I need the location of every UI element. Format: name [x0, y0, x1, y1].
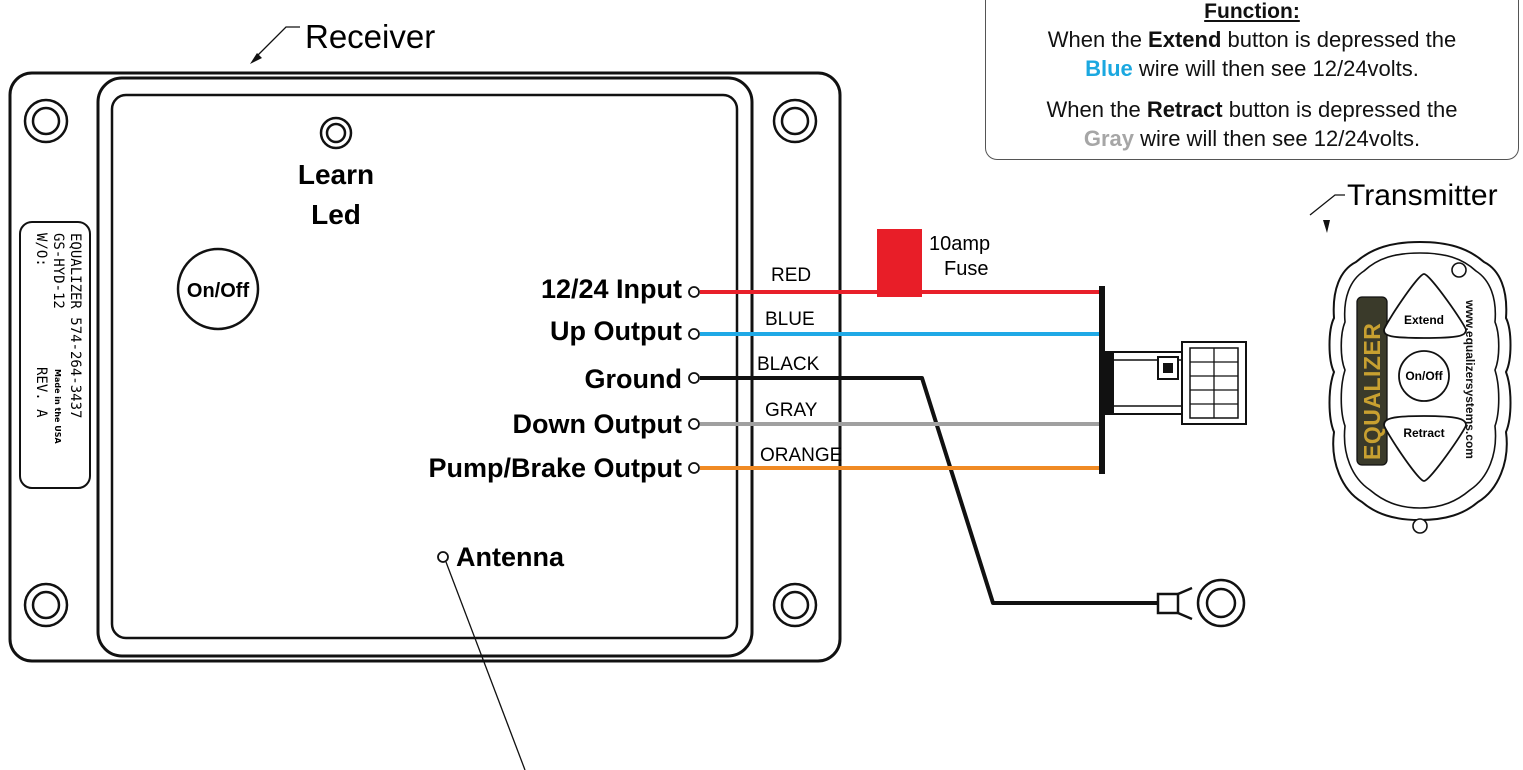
side-label-text: EQUALIZER 574-264-3437 GS-HYD-12 Made in… [33, 233, 83, 445]
fuse [877, 229, 922, 297]
side-label-line2: GS-HYD-12 [50, 233, 66, 309]
side-label-line3: W/O: [33, 233, 49, 267]
terminal-label: Ground [585, 364, 682, 394]
terminal-dot [688, 462, 700, 474]
antenna-terminal [437, 551, 449, 563]
function-text: button is depressed the [1222, 97, 1458, 122]
function-text: When the [1046, 97, 1147, 122]
function-blue-word: Blue [1085, 56, 1133, 81]
wire-label-blue: BLUE [765, 309, 815, 330]
terminal-dot [688, 328, 700, 340]
terminal-dot [688, 286, 700, 298]
wire-label-gray: GRAY [765, 400, 818, 421]
receiver-onoff-button[interactable] [176, 247, 260, 331]
terminal-label: 12/24 Input [541, 274, 682, 304]
terminal-label: Pump/Brake Output [428, 453, 682, 483]
receiver-callout-arrow [254, 26, 300, 59]
side-label-line1: EQUALIZER 574-264-3437 [67, 233, 83, 418]
receiver-onoff-label: On/Off [187, 280, 250, 302]
transmitter-onoff-label: On/Off [1405, 369, 1443, 383]
function-note: Function: When the Extend button is depr… [985, 0, 1519, 160]
mounting-hole [772, 582, 818, 628]
learn-led [319, 116, 353, 150]
side-label-made-in: Made in the USA [53, 369, 62, 445]
function-text: When the [1047, 27, 1149, 52]
terminal-label: Up Output [550, 316, 682, 346]
function-text: button is depressed the [1221, 27, 1457, 52]
function-title: Function: [1204, 0, 1300, 23]
transmitter-retract-label: Retract [1403, 426, 1444, 440]
fuse-label-line2: Fuse [944, 258, 988, 280]
antenna-label: Antenna [456, 542, 565, 572]
function-text: wire will then see 12/24volts. [1132, 56, 1419, 81]
transmitter-remote: EQUALIZER www.equalizersystems.com Exten… [1328, 240, 1512, 534]
function-text: wire will then see 12/24volts. [1134, 126, 1421, 151]
mounting-hole [23, 98, 69, 144]
terminal-label: Down Output [513, 409, 682, 439]
transmitter-extend-label: Extend [1404, 313, 1444, 327]
mounting-hole [772, 98, 818, 144]
transmitter-callout-arrow [1309, 194, 1345, 216]
ground-ring-terminal [1156, 578, 1246, 628]
learn-led-label-line2: Led [311, 199, 361, 230]
function-paragraph-retract: When the Retract button is depressed the… [986, 95, 1518, 153]
transmitter-extend-button[interactable] [1383, 273, 1467, 339]
transmitter-onoff-button[interactable] [1398, 350, 1450, 402]
wire-black [700, 376, 1160, 605]
transmitter-brand-strip [1356, 296, 1388, 466]
transmitter-callout-arrowhead [1323, 220, 1330, 233]
wire-label-orange: ORANGE [760, 445, 842, 466]
terminal-dot [688, 372, 700, 384]
side-label-rev: REV. A [33, 367, 49, 418]
function-retract-word: Retract [1146, 97, 1223, 122]
mounting-hole [23, 582, 69, 628]
receiver-callout-arrowhead [250, 53, 262, 64]
receiver-title: Receiver [305, 18, 435, 55]
fuse-label-line1: 10amp [929, 233, 990, 255]
terminal-dot [688, 418, 700, 430]
wire-label-black: BLACK [757, 354, 820, 375]
wire-label-red: RED [771, 265, 811, 286]
learn-led-label-line1: Learn [298, 159, 374, 190]
wire-harness-connector [1099, 286, 1247, 474]
transmitter-brand: EQUALIZER [1359, 323, 1385, 460]
receiver-cover-inset [110, 93, 739, 640]
transmitter-title: Transmitter [1347, 179, 1498, 212]
side-label-plate [19, 221, 91, 489]
function-gray-word: Gray [1083, 126, 1134, 151]
function-paragraph-extend: When the Extend button is depressed the … [986, 25, 1518, 83]
transmitter-website: www.equalizersystems.com [1463, 299, 1477, 459]
antenna-wire [445, 561, 526, 770]
transmitter-retract-button[interactable] [1383, 415, 1467, 482]
function-extend-word: Extend [1148, 27, 1222, 52]
receiver: Learn Led On/Off EQUALIZER 574-264-3437 … [8, 71, 842, 663]
receiver-cover [96, 76, 754, 658]
